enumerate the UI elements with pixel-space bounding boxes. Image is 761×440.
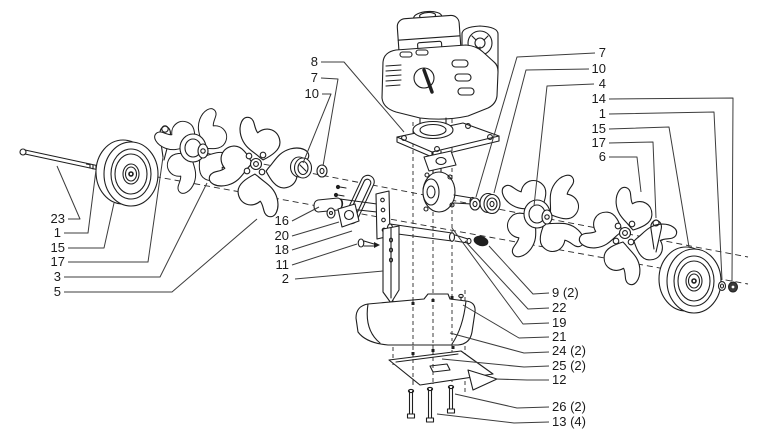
- leader-23: [56, 165, 81, 220]
- tine-shield: [355, 293, 476, 346]
- engine: [381, 10, 499, 125]
- callout-10-topleft: 10: [305, 86, 319, 101]
- gearbox: [422, 171, 476, 213]
- callout-7-right: 7: [599, 45, 606, 60]
- callout-13: 13 (4): [552, 414, 586, 429]
- callout-25: 25 (2): [552, 358, 586, 373]
- callout-12: 12: [552, 372, 566, 387]
- callout-22: 22: [552, 300, 566, 315]
- leader-10-topleft: [302, 93, 332, 164]
- callout-1-right: 1: [599, 106, 606, 121]
- left-inner-tine: [141, 95, 253, 207]
- leader-4: [533, 83, 595, 207]
- leader-3: [64, 182, 208, 278]
- callout-6: 6: [599, 149, 606, 164]
- leader-1-right: [608, 111, 723, 281]
- axle-bushing: [473, 235, 489, 247]
- leader-25: [441, 358, 550, 368]
- spacer-hub: [289, 156, 313, 179]
- left-washer: [316, 164, 328, 178]
- leader-5: [64, 218, 258, 293]
- callout-4: 4: [599, 76, 606, 91]
- callout-18: 18: [275, 242, 289, 257]
- leader-lines: [56, 52, 734, 424]
- right-flange-hub: [479, 192, 501, 215]
- callout-5: 5: [54, 284, 61, 299]
- right-hairpin-clip: [650, 219, 662, 253]
- leader-6: [609, 156, 642, 193]
- callout-8: 8: [311, 54, 318, 69]
- callout-20: 20: [275, 228, 289, 243]
- leader-12: [494, 378, 549, 381]
- callout-23: 23: [51, 211, 65, 226]
- callout-15-right: 15: [592, 121, 606, 136]
- upper-axle-tube: [313, 197, 378, 228]
- mounting-bolts: [406, 384, 456, 423]
- callout-1-left: 1: [54, 225, 61, 240]
- right-outer-tine: [571, 179, 685, 293]
- callout-2: 2: [282, 271, 289, 286]
- leader-13: [436, 413, 550, 424]
- wheel-washer: [717, 281, 727, 291]
- left-outer-tine: [193, 101, 325, 233]
- leader-26: [454, 393, 550, 409]
- leader-17-right: [608, 141, 657, 219]
- callout-3: 3: [54, 269, 61, 284]
- leader-11: [291, 243, 358, 266]
- depth-stake: [382, 225, 400, 304]
- callout-9: 9 (2): [552, 285, 579, 300]
- leader-20: [291, 221, 340, 237]
- leader-18: [291, 230, 353, 251]
- leader-15-left: [68, 202, 115, 249]
- leader-24: [449, 332, 550, 354]
- callout-14: 14: [592, 91, 606, 106]
- leader-2: [294, 270, 384, 280]
- bolt: [446, 384, 456, 414]
- callout-26: 26 (2): [552, 399, 586, 414]
- leader-8: [321, 61, 405, 133]
- leader-19: [451, 227, 550, 325]
- wheel-nut: [728, 281, 738, 293]
- shaft-clamp: [423, 150, 457, 177]
- right-inner-tine: [476, 149, 610, 283]
- leader-14: [608, 97, 734, 282]
- right-washer: [469, 197, 481, 211]
- callout-24: 24 (2): [552, 343, 586, 358]
- leader-10-right: [493, 68, 590, 194]
- leader-16: [291, 206, 320, 222]
- callout-11: 11: [276, 257, 290, 272]
- callout-19: 19: [552, 315, 566, 330]
- leader-15-right: [608, 126, 690, 248]
- left-wheel: [95, 139, 159, 207]
- leader-7-right: [475, 52, 596, 198]
- callout-labels: 8 7 10 23 1 15 17 3 5 16 20 18 11 2 7 10…: [51, 45, 606, 429]
- bolt: [406, 388, 416, 419]
- hitch-pin: [357, 238, 380, 248]
- bolt: [425, 386, 435, 423]
- leader-9: [488, 245, 550, 295]
- callout-7-topleft: 7: [311, 70, 318, 85]
- leader-22: [464, 240, 550, 310]
- callout-21: 21: [552, 329, 566, 344]
- leader-21: [462, 304, 550, 339]
- callout-10-right: 10: [592, 61, 606, 76]
- callout-17-right: 17: [592, 135, 606, 150]
- leader-7-topleft: [320, 77, 339, 167]
- callout-17-left: 17: [51, 254, 65, 269]
- leader-1-left: [64, 169, 97, 234]
- callout-15-left: 15: [51, 240, 65, 255]
- engine-mount-plate: [396, 120, 500, 158]
- callout-16: 16: [275, 213, 289, 228]
- bracket-pointer: [467, 369, 498, 391]
- right-wheel: [658, 246, 722, 314]
- leader-17-left: [68, 156, 164, 263]
- lower-bracket-plate: [388, 346, 498, 391]
